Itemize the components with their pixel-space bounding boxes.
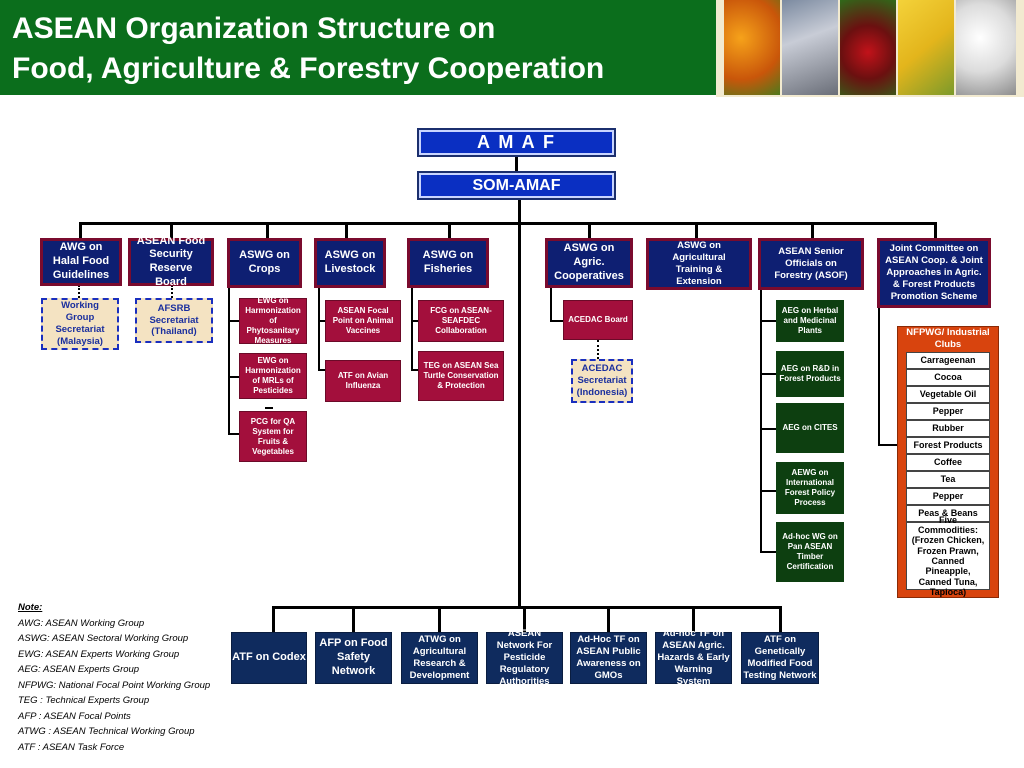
crops-sub-1: EWG on Harmonization of Phytosanitary Me…	[239, 296, 307, 345]
title-banner: ASEAN Organization Structure on Food, Ag…	[0, 0, 716, 95]
vegetable-photo	[840, 0, 896, 95]
afsrb-secretariat-box: AFSRB Secretariat (Thailand)	[135, 298, 213, 343]
bottom-box-6: Ad-hoc TF on ASEAN Agric. Hazards & Earl…	[655, 628, 732, 687]
livestock-sub-2: ATF on Avian Influenza	[325, 360, 401, 402]
food-security-box: ASEAN Food Security Reserve Board	[128, 235, 214, 288]
bottom-box-7: ATF on Genetically Modified Food Testing…	[741, 632, 819, 684]
club-item: Coffee	[906, 454, 990, 471]
page-title-line2: Food, Agriculture & Forestry Cooperation	[12, 52, 605, 85]
bottom-box-1: ATF on Codex	[231, 632, 307, 684]
aswg-training-box: ASWG on Agricultural Training & Extensio…	[646, 238, 752, 290]
bottom-box-4: ASEAN Network For Pesticide Regulatory A…	[486, 628, 563, 687]
forestry-sub-3: AEG on CITES	[776, 403, 844, 453]
note-item: ASWG: ASEAN Sectoral Working Group	[18, 633, 189, 644]
note-item: ATF : ASEAN Task Force	[18, 742, 125, 753]
fish-photo	[782, 0, 838, 95]
club-item: Tea	[906, 471, 990, 488]
fisheries-sub-1: FCG on ASEAN-SEAFDEC Collaboration	[418, 300, 504, 342]
forestry-sub-4: AEWG on International Forest Policy Proc…	[776, 462, 844, 514]
joint-committee-box: Joint Committee on ASEAN Coop. & Joint A…	[877, 238, 991, 308]
eggs-photo	[956, 0, 1016, 95]
forestry-sub-5: Ad-hoc WG on Pan ASEAN Timber Certificat…	[776, 522, 844, 582]
page-title-line1: ASEAN Organization Structure on	[12, 12, 496, 45]
banana-photo	[898, 0, 954, 95]
club-item: Forest Products	[906, 437, 990, 454]
club-item: Cocoa	[906, 369, 990, 386]
forestry-sub-2: AEG on R&D in Forest Products	[776, 351, 844, 397]
food-photo-strip	[716, 0, 1024, 97]
note-item: ATWG : ASEAN Technical Working Group	[18, 726, 195, 737]
note-item: NFPWG: National Focal Point Working Grou…	[18, 680, 211, 691]
club-item: Pepper	[906, 488, 990, 505]
club-item: Rubber	[906, 420, 990, 437]
aswg-livestock-box: ASWG on Livestock	[314, 238, 386, 288]
orange-fruit-photo	[724, 0, 780, 95]
awg-halal-box: AWG on Halal Food Guidelines	[40, 238, 122, 286]
crops-sub-2: EWG on Harmonization of MRLs of Pesticid…	[239, 353, 307, 399]
acedac-board-box: ACEDAC Board	[563, 300, 633, 340]
asof-box: ASEAN Senior Officials on Forestry (ASOF…	[758, 238, 864, 290]
note-item: AEG: ASEAN Experts Group	[18, 664, 140, 675]
nfpwg-title: NFPWG/ Industrial Clubs	[906, 327, 990, 350]
note-item: AWG: ASEAN Working Group	[18, 618, 145, 629]
club-item: Peas & Beans	[906, 505, 990, 522]
club-item: Vegetable Oil	[906, 386, 990, 403]
som-amaf-box: SOM-AMAF	[417, 171, 616, 200]
aswg-crops-box: ASWG on Crops	[227, 238, 302, 288]
bottom-box-2: AFP on Food Safety Network	[315, 632, 392, 684]
bottom-box-5: Ad-Hoc TF on ASEAN Public Awareness on G…	[570, 632, 647, 684]
bottom-box-3: ATWG on Agricultural Research & Developm…	[401, 632, 478, 684]
club-item: Five Commodities: (Frozen Chicken, Froze…	[906, 515, 990, 597]
club-item: Carrageenan	[906, 352, 990, 369]
forestry-sub-1: AEG on Herbal and Medicinal Plants	[776, 300, 844, 342]
livestock-sub-1: ASEAN Focal Point on Animal Vaccines	[325, 300, 401, 342]
halal-secretariat-box: Working Group Secretariat (Malaysia)	[41, 298, 119, 350]
crops-sub-3: PCG for QA System for Fruits & Vegetable…	[239, 411, 307, 462]
fisheries-sub-2: TEG on ASEAN Sea Turtle Conservation & P…	[418, 351, 504, 401]
acedac-secretariat-box: ACEDAC Secretariat (Indonesia)	[571, 359, 633, 403]
aswg-fisheries-box: ASWG on Fisheries	[407, 238, 489, 288]
club-item: Pepper	[906, 403, 990, 420]
amaf-box: A M A F	[417, 128, 616, 157]
note-item: EWG: ASEAN Experts Working Group	[18, 649, 180, 660]
notes-heading: Note:	[18, 602, 43, 613]
note-item: TEG : Technical Experts Group	[18, 695, 150, 706]
aswg-coops-box: ASWG on Agric. Cooperatives	[545, 238, 633, 288]
note-item: AFP : ASEAN Focal Points	[18, 711, 131, 722]
